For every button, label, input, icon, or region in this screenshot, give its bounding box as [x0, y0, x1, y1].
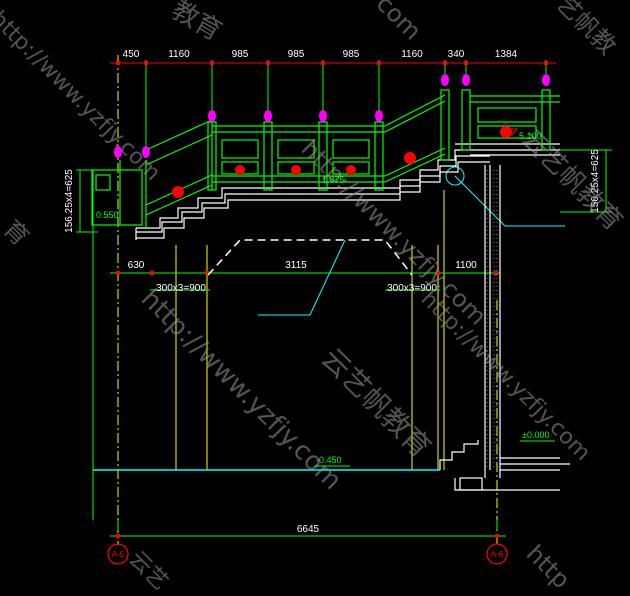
- watermark-url-left: http://www.yzfjy.com: [0, 7, 165, 186]
- level-left-landing-label: 0.550: [96, 210, 119, 220]
- dim-mid-3: 1100: [455, 260, 477, 271]
- watermark-fragment-2: 艺帆教: [551, 0, 622, 60]
- dim-top-4: 985: [288, 49, 305, 60]
- dim-mid-1: 630: [128, 260, 145, 271]
- axis-label-a6: A-6: [491, 550, 504, 559]
- right-vertical-dimension: 156.25x4=625: [560, 149, 612, 213]
- watermark-fragment-1: 教育: [167, 0, 227, 47]
- watermark-fragment-3: 云艺: [124, 547, 173, 596]
- top-dimension-chain: 450 1160 985 985 985 1160 340 1384: [110, 49, 556, 65]
- watermark-url-center: http://www.yzfjy.com: [135, 284, 347, 496]
- balustrade: [91, 89, 560, 228]
- level-mid-landing: 1.875: [322, 175, 345, 185]
- column-outlines: [175, 190, 445, 470]
- level-left-landing: 0.550: [96, 210, 119, 220]
- dim-top-6: 1160: [401, 49, 423, 60]
- watermark-url-right: http://www.yzfjy.com: [296, 134, 492, 330]
- dim-steps-right: 300x3=900: [387, 283, 437, 294]
- level-ground-right: ±0.000: [520, 430, 555, 442]
- watermark-fragment-4: com: [371, 0, 427, 45]
- level-upper-deck-label: 5.100: [519, 131, 542, 141]
- watermark-fragment-6: 育: [0, 214, 35, 251]
- dim-left-vertical: 156.25x4=625: [64, 169, 75, 233]
- watermark-url-bottom-right: http://www.yzfjy.com: [416, 287, 595, 466]
- level-upper-deck: 5.100: [505, 128, 542, 141]
- finials: [114, 74, 550, 158]
- arch-outline: [207, 239, 413, 276]
- level-mid-landing-label: 1.875: [322, 175, 345, 185]
- watermark-fragment-5: http: [521, 539, 576, 594]
- dim-top-7: 340: [448, 49, 465, 60]
- level-ground-right-label: ±0.000: [522, 430, 549, 440]
- level-ground-left: -0.450: [314, 455, 350, 467]
- dim-top-2: 1160: [168, 49, 190, 60]
- red-medallions: [172, 126, 512, 198]
- wall-hatch: [486, 170, 498, 470]
- leader-lines: [258, 166, 565, 316]
- mid-dimension-chain: 630 3115 1100 300x3=900 300x3=900: [110, 260, 500, 294]
- axis-label-a5: A-5: [112, 550, 125, 559]
- dim-top-3: 985: [232, 49, 249, 60]
- level-ground-left-label: -0.450: [316, 455, 342, 465]
- dim-top-5: 985: [343, 49, 360, 60]
- overall-dimension: 6645: [110, 524, 506, 538]
- dim-mid-2: 3115: [285, 260, 307, 271]
- dim-top-1: 450: [123, 49, 140, 60]
- dim-right-vertical: 156.25x4=625: [590, 149, 601, 213]
- stair-structure: [135, 143, 570, 491]
- dim-top-8: 1384: [495, 49, 518, 60]
- axis-bubble-a5: A-5: [107, 543, 129, 565]
- watermark-brand-right: 云艺帆教育: [515, 124, 628, 237]
- dim-overall: 6645: [297, 524, 320, 535]
- dim-steps-left: 300x3=900: [156, 283, 206, 294]
- axis-bubble-a6: A-6: [486, 543, 508, 565]
- level-marks: 5.100 1.875 0.550 ±0.000 -0.450: [96, 128, 555, 467]
- watermark-brand-center: 云艺帆教育: [315, 342, 437, 464]
